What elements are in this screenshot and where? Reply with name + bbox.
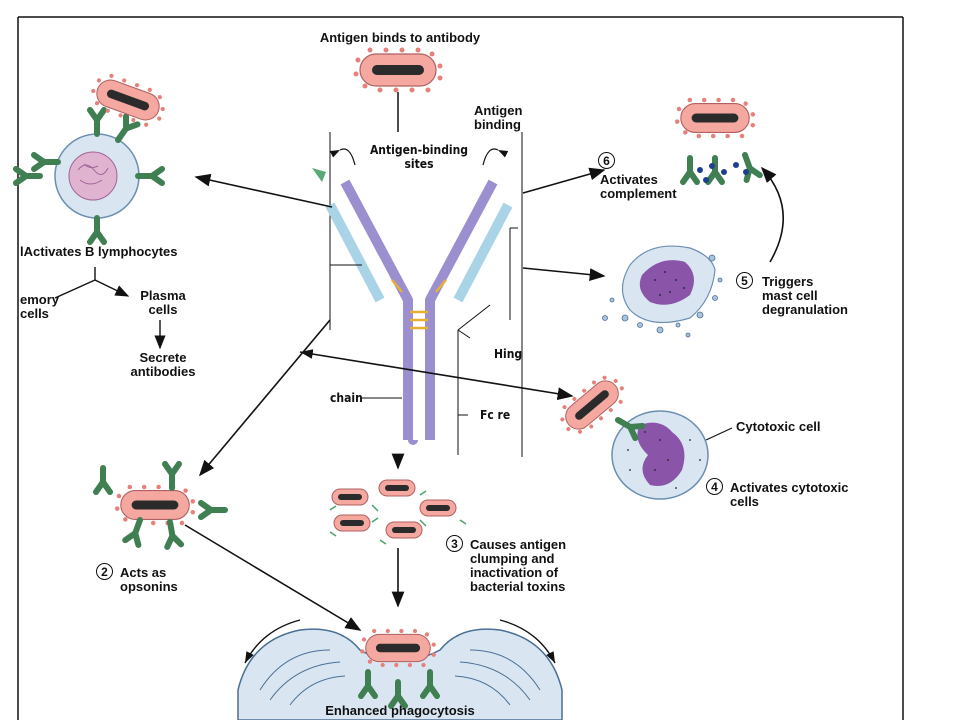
label-plasma-2: cells [148, 302, 178, 317]
antigen-complement [674, 97, 756, 139]
label-enhanced-phagocytosis: Enhanced phagocytosis [325, 703, 475, 718]
label-step6: 6 [598, 152, 619, 169]
label-memory-1: emory [20, 292, 60, 307]
label-step2-2: opsonins [120, 579, 178, 594]
label-fc: Fc re [480, 408, 511, 422]
step3-badge: 3 [446, 535, 463, 552]
step2-badge: 2 [96, 563, 113, 580]
label-antigen-binding-2: binding [474, 117, 521, 132]
label-plasma-1: Plasma [140, 288, 186, 303]
mast-cell [602, 245, 723, 338]
phagocyte [237, 619, 563, 720]
label-binding-sites-2: sites [404, 157, 434, 171]
label-step6-1: Activates [600, 172, 658, 187]
label-hinge: Hing [494, 347, 523, 361]
label-secrete-2: antibodies [130, 364, 196, 379]
label-chain: chain [330, 391, 363, 405]
label-step3-2: clumping and [470, 551, 555, 566]
label-step5: 5 [736, 272, 757, 289]
label-antigen-binds: Antigen binds to antibody [319, 30, 481, 45]
label-antigen-binding-1: Antigen [474, 103, 523, 118]
label-secrete-1: Secrete [139, 350, 187, 365]
label-step4: 4 [706, 478, 727, 495]
antigen-clump [329, 479, 467, 545]
label-step5-2: mast cell [762, 288, 818, 303]
label-activates-b-text: Activates B lymphocytes [23, 244, 178, 259]
label-step6-2: complement [600, 186, 677, 201]
label-step3-4: bacterial toxins [470, 579, 566, 594]
label-step2: 2 [96, 563, 117, 580]
label-step3-1: Causes antigen [470, 537, 567, 552]
step6-badge: 6 [598, 152, 615, 169]
step4-badge: 4 [706, 478, 723, 495]
antigen-opsonins [114, 484, 196, 526]
label-step5-3: degranulation [762, 302, 848, 317]
label-step5-1: Triggers [762, 274, 814, 289]
label-activates-b: lActivates B lymphocytes [20, 245, 178, 259]
b-lymphocyte [16, 110, 162, 242]
label-step3: 3 [446, 535, 467, 552]
label-cytotoxic-cell: Cytotoxic cell [736, 419, 821, 434]
antigen-top [352, 46, 444, 94]
step5-badge: 5 [736, 272, 753, 289]
label-step2-1: Acts as [120, 565, 167, 580]
step1-clipped: l [20, 244, 24, 259]
complement-antibodies [683, 153, 760, 183]
label-binding-sites-1: Antigen-binding [369, 143, 469, 157]
label-step3-3: inactivation of [470, 565, 559, 580]
label-memory-2: cells [20, 306, 49, 321]
label-step4-2: cells [730, 494, 759, 509]
label-step4-1: Activates cytotoxic [730, 480, 849, 495]
